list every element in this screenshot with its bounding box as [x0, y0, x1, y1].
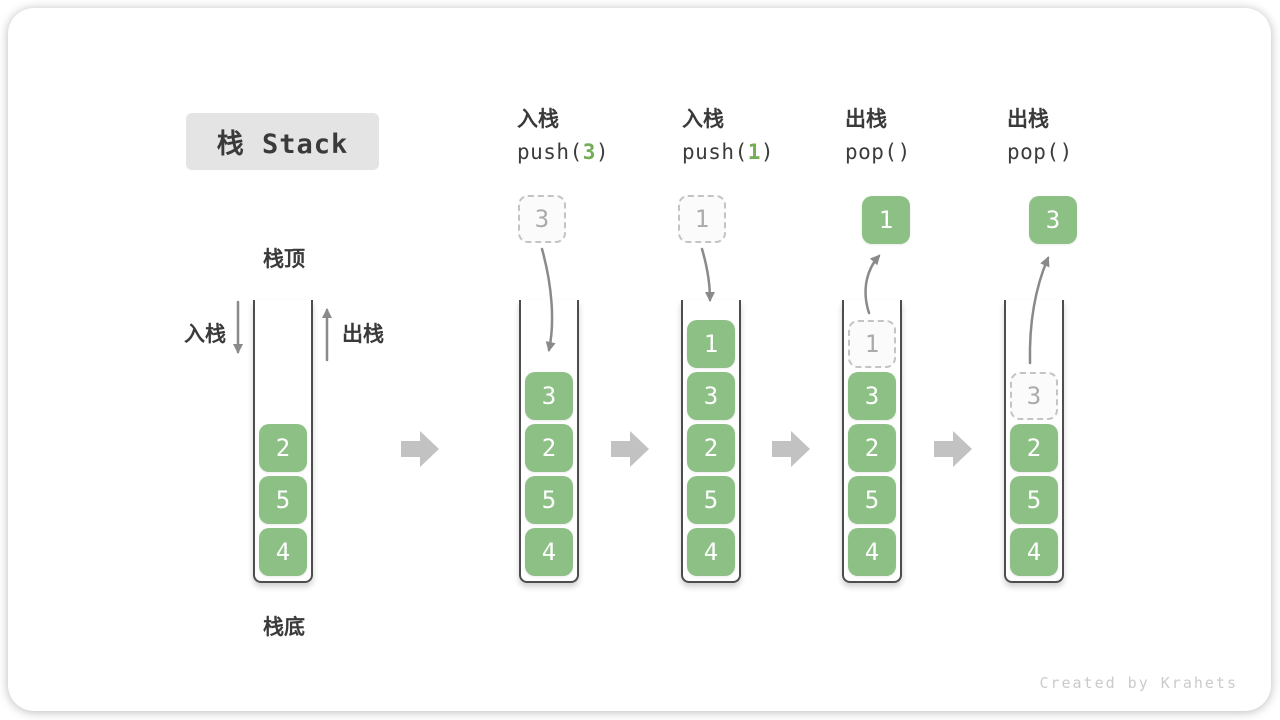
header-code: pop() [1007, 134, 1167, 170]
stack-cell: 2 [525, 424, 573, 472]
stack-cell: 5 [687, 476, 735, 524]
stack-top-label: 栈顶 [263, 247, 305, 271]
header-cn-label: 入栈 [517, 107, 559, 131]
code-post: ) [595, 140, 610, 164]
stack-after-push-1: 1 3 2 5 4 [681, 300, 741, 583]
header-code: pop() [845, 134, 1005, 170]
stack-cell: 5 [1010, 476, 1058, 524]
title-text: 栈 Stack [216, 129, 349, 160]
code-arg: 1 [747, 140, 761, 164]
stack-cell: 2 [1010, 424, 1058, 472]
push-side-label: 入栈 [184, 322, 226, 346]
header-cn-label: 出栈 [1007, 107, 1049, 131]
stack-cell: 2 [259, 424, 307, 472]
code-pre: push( [517, 140, 583, 164]
code-pre: pop() [845, 140, 911, 164]
stack-cell: 4 [1010, 528, 1058, 576]
floating-ghost-cell-push-3: 3 [518, 195, 566, 243]
title-box: 栈 Stack [186, 113, 379, 170]
col-header-pop-3: 出栈 pop() [1007, 104, 1167, 170]
stack-ghost-cell: 1 [848, 320, 896, 368]
code-post: ) [760, 140, 775, 164]
floating-ghost-cell-push-1: 1 [678, 195, 726, 243]
stack-cell: 4 [848, 528, 896, 576]
stack-cell: 5 [525, 476, 573, 524]
stack-cell: 5 [259, 476, 307, 524]
col-header-pop-1: 出栈 pop() [845, 104, 1005, 170]
stack-cell: 3 [848, 372, 896, 420]
stack-cell: 2 [687, 424, 735, 472]
stack-cell: 3 [525, 372, 573, 420]
header-cn-label: 入栈 [682, 107, 724, 131]
col-header-push-1: 入栈 push(1) [682, 104, 842, 170]
stack-cell: 3 [687, 372, 735, 420]
stack-after-pop-1: 1 3 2 5 4 [842, 300, 902, 583]
floating-popped-cell-3: 3 [1029, 196, 1077, 244]
stack-cell: 2 [848, 424, 896, 472]
header-code: push(3) [517, 134, 677, 170]
code-pre: pop() [1007, 140, 1073, 164]
stack-cell: 4 [259, 528, 307, 576]
stack-cell: 4 [525, 528, 573, 576]
stack-cell: 4 [687, 528, 735, 576]
stack-bottom-label: 栈底 [263, 615, 305, 639]
header-cn-label: 出栈 [845, 107, 887, 131]
stack-after-push-3: 3 2 5 4 [519, 300, 579, 583]
stack-ghost-cell: 3 [1010, 372, 1058, 420]
pop-side-label: 出栈 [342, 322, 384, 346]
credit-text: Created by Krahets [1039, 674, 1238, 692]
header-code: push(1) [682, 134, 842, 170]
col-header-push-3: 入栈 push(3) [517, 104, 677, 170]
floating-popped-cell-1: 1 [862, 196, 910, 244]
code-arg: 3 [582, 140, 596, 164]
stack-cell: 5 [848, 476, 896, 524]
stack-initial: 2 5 4 [253, 300, 313, 583]
stack-after-pop-3: 3 2 5 4 [1004, 300, 1064, 583]
stack-cell: 1 [687, 320, 735, 368]
code-pre: push( [682, 140, 748, 164]
